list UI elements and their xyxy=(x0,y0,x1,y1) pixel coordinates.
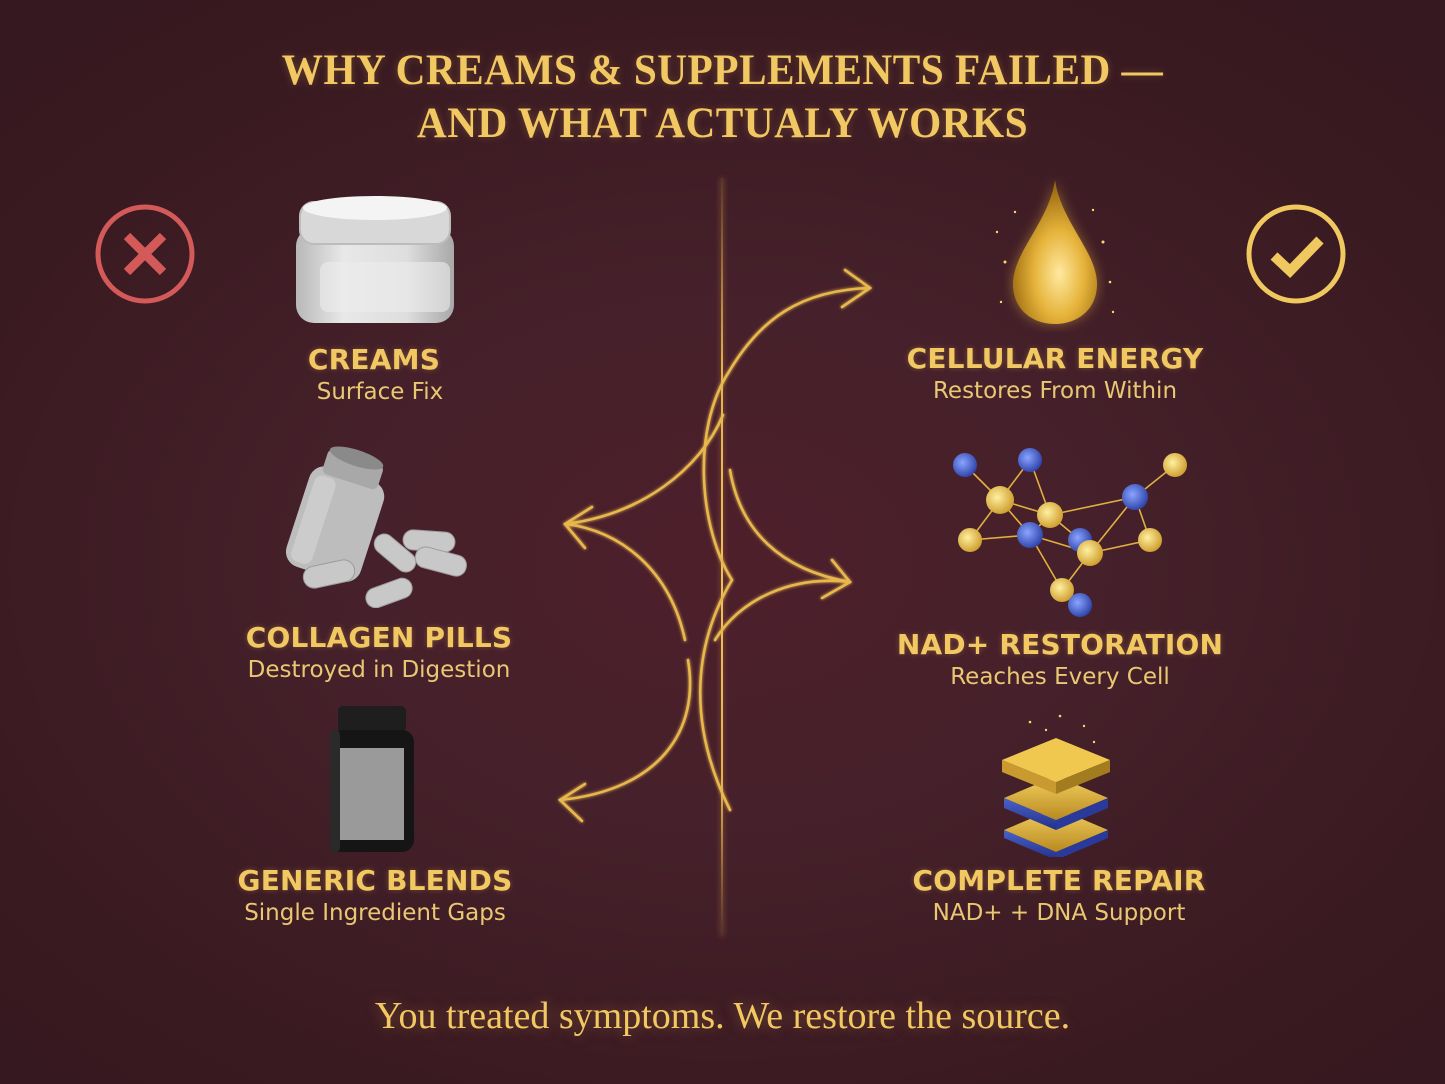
golden-drop-icon xyxy=(995,180,1115,324)
item-desc: Restores From Within xyxy=(932,378,1178,404)
center-divider xyxy=(721,178,723,936)
item-desc: Reaches Every Cell xyxy=(950,664,1170,690)
flow-arrows xyxy=(557,268,873,823)
right-item-complete-repair: COMPLETE REPAIR NAD+ + DNA Support xyxy=(884,864,1234,928)
right-item-cellular-energy: CELLULAR ENERGY Restores From Within xyxy=(880,342,1230,406)
item-desc: Destroyed in Digestion xyxy=(247,657,511,683)
footer-tagline: You treated symptoms. We restore the sou… xyxy=(374,995,1071,1037)
item-name: CREAMS xyxy=(307,343,441,376)
item-desc: Surface Fix xyxy=(316,379,444,405)
title-line-2: AND WHAT ACTUALY WORKS xyxy=(416,100,1029,147)
left-item-generic-blends: GENERIC BLENDS Single Ingredient Gaps xyxy=(220,864,530,928)
item-name: COLLAGEN PILLS xyxy=(245,621,513,654)
check-circle-icon xyxy=(1246,204,1346,304)
item-name: NAD+ RESTORATION xyxy=(896,628,1224,661)
page-title: WHY CREAMS & SUPPLEMENTS FAILED — AND WH… xyxy=(29,44,1416,150)
title-line-1: WHY CREAMS & SUPPLEMENTS FAILED — xyxy=(281,47,1164,94)
item-desc: NAD+ + DNA Support xyxy=(932,900,1186,926)
item-name: GENERIC BLENDS xyxy=(237,864,513,897)
cream-jar-icon xyxy=(296,196,454,323)
left-item-creams: CREAMS Surface Fix xyxy=(224,343,524,407)
left-item-collagen: COLLAGEN PILLS Destroyed in Digestion xyxy=(224,621,534,685)
pill-bottle-icon xyxy=(285,446,467,608)
x-circle-icon xyxy=(95,204,195,304)
layers-icon xyxy=(1002,714,1110,857)
supplement-bottle-icon xyxy=(330,706,414,852)
item-desc: Single Ingredient Gaps xyxy=(244,900,506,926)
item-name: CELLULAR ENERGY xyxy=(906,342,1204,375)
molecule-icon xyxy=(953,448,1187,617)
item-name: COMPLETE REPAIR xyxy=(912,864,1206,897)
right-item-nad-restoration: NAD+ RESTORATION Reaches Every Cell xyxy=(880,628,1240,692)
